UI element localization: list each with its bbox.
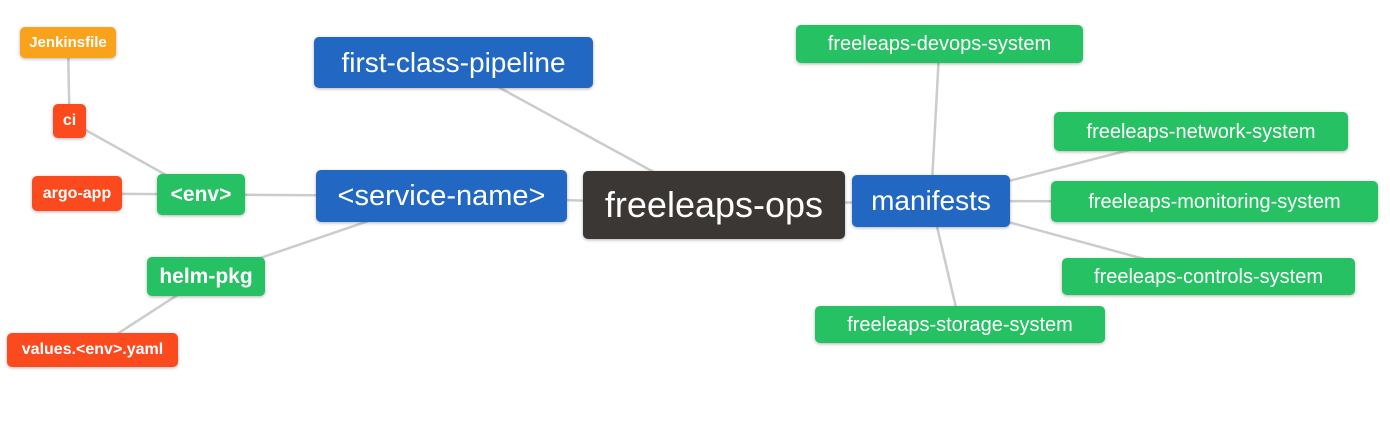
node-env[interactable]: <env>: [157, 174, 245, 215]
node-service-name[interactable]: <service-name>: [316, 170, 567, 222]
node-first-class-pipeline[interactable]: first-class-pipeline: [314, 37, 593, 88]
node-freeleaps-controls-system[interactable]: freeleaps-controls-system: [1062, 258, 1355, 295]
node-argo-app[interactable]: argo-app: [32, 176, 122, 211]
node-ci[interactable]: ci: [53, 104, 86, 138]
node-freeleaps-devops-system[interactable]: freeleaps-devops-system: [796, 25, 1083, 63]
node-jenkinsfile[interactable]: Jenkinsfile: [20, 27, 116, 58]
node-manifests[interactable]: manifests: [852, 175, 1010, 227]
node-freeleaps-monitoring-system[interactable]: freeleaps-monitoring-system: [1051, 181, 1378, 222]
edge-manifests-to-devops-system: [929, 43, 941, 202]
node-values-env-yaml[interactable]: values.<env>.yaml: [7, 333, 178, 367]
node-freeleaps-network-system[interactable]: freeleaps-network-system: [1054, 112, 1348, 151]
node-freeleaps-ops-root[interactable]: freeleaps-ops: [583, 171, 845, 239]
node-freeleaps-storage-system[interactable]: freeleaps-storage-system: [815, 306, 1105, 343]
node-helm-pkg[interactable]: helm-pkg: [147, 257, 265, 296]
